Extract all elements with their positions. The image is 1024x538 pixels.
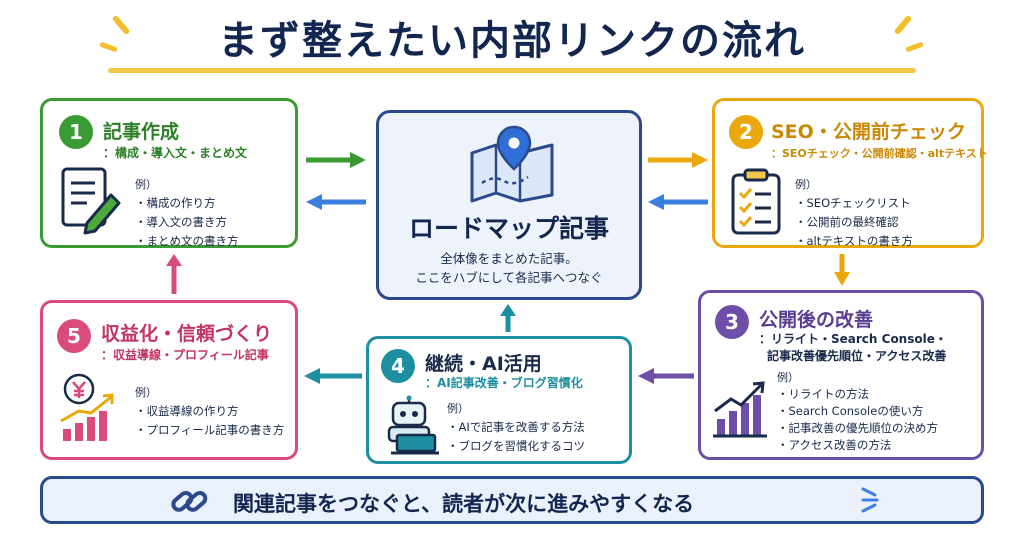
bottom-banner: 関連記事をつなぐと、読者が次に進みやすくなる bbox=[40, 476, 984, 524]
step-number-badge: 3 bbox=[715, 305, 749, 339]
hub-description: 全体像をまとめた記事。 ここをハブにして各記事へつなぐ bbox=[379, 249, 639, 287]
link-chain-icon bbox=[171, 490, 208, 512]
banner-text: 関連記事をつなぐと、読者が次に進みやすくなる bbox=[233, 492, 695, 516]
hub-description-line-2: ここをハブにして各記事へつなぐ bbox=[415, 270, 603, 285]
example-item: 収益導線の作り方 bbox=[135, 402, 284, 421]
step-number-badge: 2 bbox=[729, 115, 763, 149]
arrow-card4-to-card5 bbox=[304, 368, 362, 384]
sparkle-lines-icon bbox=[861, 487, 879, 513]
step-examples: 例） リライトの方法 Search Consoleの使い方 記事改善の優先順位の… bbox=[777, 369, 938, 454]
step-title: 継続・AI活用 bbox=[425, 353, 542, 375]
robot-laptop-icon bbox=[387, 395, 439, 455]
step-examples: 例） AIで記事を改善する方法 ブログを習慣化するコツ bbox=[447, 399, 585, 456]
page-title: まず整えたい内部リンクの流れ bbox=[218, 18, 806, 64]
step-card-5: 5 収益化・信頼づくり ：収益導線・プロフィール記事 例） 収益導線の作り方 プ… bbox=[40, 300, 298, 460]
example-item: altテキストの書き方 bbox=[795, 232, 913, 251]
example-item: リライトの方法 bbox=[777, 386, 938, 403]
step-examples: 例） SEOチェックリスト 公開前の最終確認 altテキストの書き方 bbox=[795, 175, 913, 251]
example-item: Search Consoleの使い方 bbox=[777, 403, 938, 420]
step-title: 公開後の改善 bbox=[759, 309, 874, 331]
arrow-card5-to-card1 bbox=[166, 254, 182, 294]
growth-chart-icon bbox=[713, 381, 767, 438]
hub-roadmap-card: ロードマップ記事 全体像をまとめた記事。 ここをハブにして各記事へつなぐ bbox=[376, 110, 642, 300]
clipboard-checklist-icon bbox=[731, 168, 781, 235]
hub-title: ロードマップ記事 bbox=[408, 214, 609, 243]
title-underline bbox=[108, 68, 916, 73]
step-subtitle: ：AI記事改善・ブログ習慣化 bbox=[425, 376, 583, 390]
example-item: 導入文の書き方 bbox=[135, 213, 239, 232]
document-pen-icon bbox=[61, 167, 121, 235]
example-item: SEOチェックリスト bbox=[795, 194, 913, 213]
map-pin-icon bbox=[470, 125, 554, 203]
example-item: 公開前の最終確認 bbox=[795, 213, 913, 232]
step-subtitle: ：収益導線・プロフィール記事 bbox=[101, 348, 269, 362]
step-number-badge: 1 bbox=[59, 115, 93, 149]
arrow-card3-to-card4 bbox=[638, 368, 694, 384]
hub-description-line-1: 全体像をまとめた記事。 bbox=[440, 251, 578, 266]
arrow-hub-to-card1 bbox=[306, 194, 366, 210]
arrow-card4-to-hub bbox=[500, 304, 516, 332]
example-item: 記事改善の優先順位の決め方 bbox=[777, 420, 939, 437]
example-item: プロフィール記事の書き方 bbox=[135, 421, 285, 440]
example-label: 例） bbox=[795, 178, 817, 191]
arrow-card1-to-hub bbox=[306, 152, 366, 168]
arrow-hub-to-card2 bbox=[648, 152, 708, 168]
step-card-4: 4 継続・AI活用 ：AI記事改善・ブログ習慣化 例） AIで記事を改善する方法… bbox=[366, 336, 632, 464]
step-card-2: 2 SEO・公開前チェック ：SEOチェック・公開前確認・altテキスト 例） … bbox=[712, 98, 988, 251]
arrow-card2-to-hub bbox=[648, 194, 708, 210]
example-label: 例） bbox=[135, 178, 157, 191]
example-item: 構成の作り方 bbox=[135, 194, 239, 213]
step-title: 収益化・信頼づくり bbox=[101, 323, 273, 345]
step-examples: 例） 収益導線の作り方 プロフィール記事の書き方 bbox=[135, 383, 284, 440]
step-subtitle-line-2: 記事改善優先順位・アクセス改善 bbox=[767, 349, 947, 363]
example-item: アクセス改善の方法 bbox=[777, 437, 938, 454]
step-subtitle-line-1: ：リライト・Search Console・ bbox=[759, 332, 947, 346]
example-label: 例） bbox=[447, 402, 469, 415]
example-label: 例） bbox=[135, 386, 157, 399]
step-card-1: 1 記事作成 ：構成・導入文・まとめ文 例） 構成の作り方 導入文の書き方 まと… bbox=[40, 98, 298, 248]
step-number-badge: 4 bbox=[381, 349, 415, 383]
step-number-badge: 5 bbox=[57, 319, 91, 353]
step-card-3: 3 公開後の改善 ：リライト・Search Console・ 記事改善優先順位・… bbox=[698, 290, 984, 460]
example-item: ブログを習慣化するコツ bbox=[447, 437, 586, 456]
step-subtitle: ：リライト・Search Console・ 記事改善優先順位・アクセス改善 bbox=[759, 331, 947, 365]
step-subtitle: ：SEOチェック・公開前確認・altテキスト bbox=[771, 147, 988, 160]
example-item: まとめ文の書き方 bbox=[135, 232, 239, 251]
example-label: 例） bbox=[777, 371, 799, 384]
step-subtitle: ：構成・導入文・まとめ文 bbox=[103, 146, 248, 160]
yen-growth-icon bbox=[60, 373, 114, 441]
step-examples: 例） 構成の作り方 導入文の書き方 まとめ文の書き方 bbox=[135, 175, 239, 251]
example-item: AIで記事を改善する方法 bbox=[447, 418, 585, 437]
step-title: SEO・公開前チェック bbox=[771, 121, 966, 143]
step-title: 記事作成 bbox=[103, 121, 180, 143]
arrow-card2-to-card3 bbox=[834, 254, 850, 286]
